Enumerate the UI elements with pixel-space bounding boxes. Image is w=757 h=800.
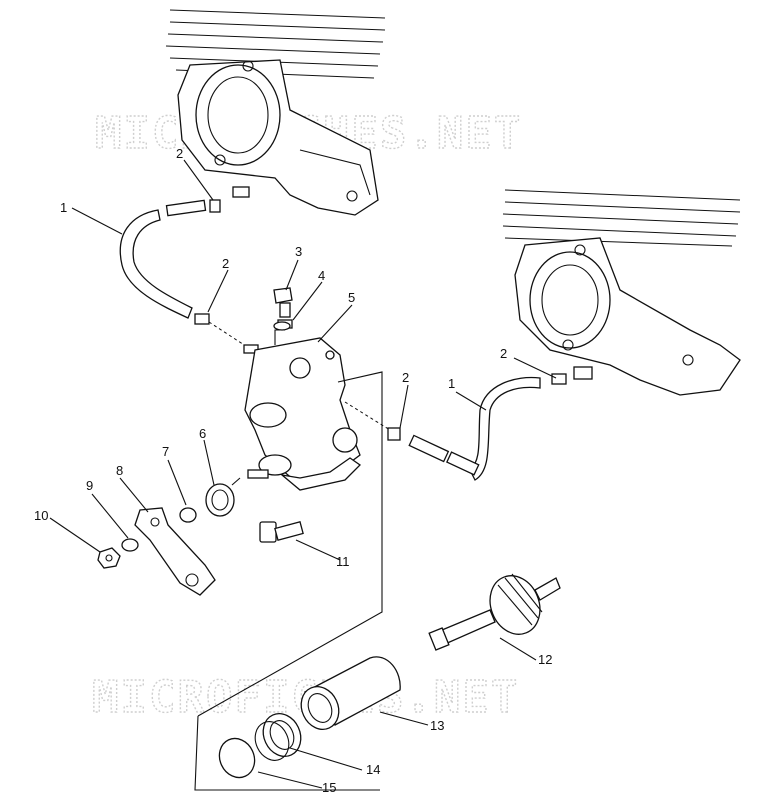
callout-14: 14 (366, 762, 380, 777)
callout-2a: 2 (176, 146, 183, 161)
leader-frame (197, 371, 383, 717)
callout-7: 7 (162, 444, 169, 459)
callout-13: 13 (430, 718, 444, 733)
callout-2d: 2 (402, 370, 409, 385)
callout-8: 8 (116, 463, 123, 478)
oil-line-right (344, 366, 593, 481)
callouts: 1 2 2 3 4 5 2 1 2 6 7 8 9 10 11 12 13 14… (34, 146, 552, 795)
callout-2c: 2 (500, 346, 507, 361)
oil-line-left (119, 186, 259, 354)
seal-14 (254, 713, 302, 761)
callout-3: 3 (295, 244, 302, 259)
washer-7 (179, 507, 197, 523)
callout-12: 12 (538, 652, 552, 667)
lever-8 (134, 507, 216, 596)
callout-6: 6 (199, 426, 206, 441)
callout-11: 11 (336, 554, 350, 569)
oil-pump (244, 287, 362, 491)
callout-15: 15 (322, 780, 336, 795)
callout-4: 4 (318, 268, 325, 283)
nut-10 (97, 547, 121, 569)
right-cylinder (502, 189, 741, 396)
callout-10: 10 (34, 508, 48, 523)
gear-shaft-12 (428, 573, 561, 651)
callout-5: 5 (348, 290, 355, 305)
circlip-15 (218, 737, 256, 779)
sleeve-13 (300, 656, 401, 730)
callout-9: 9 (86, 478, 93, 493)
callout-1a: 1 (60, 200, 67, 215)
left-cylinder (165, 9, 386, 216)
leader-lines (49, 159, 557, 789)
washer-9 (121, 538, 139, 552)
callout-1b: 1 (448, 376, 455, 391)
bolt-11 (259, 521, 304, 543)
callout-2b: 2 (222, 256, 229, 271)
spring-6 (205, 477, 241, 517)
